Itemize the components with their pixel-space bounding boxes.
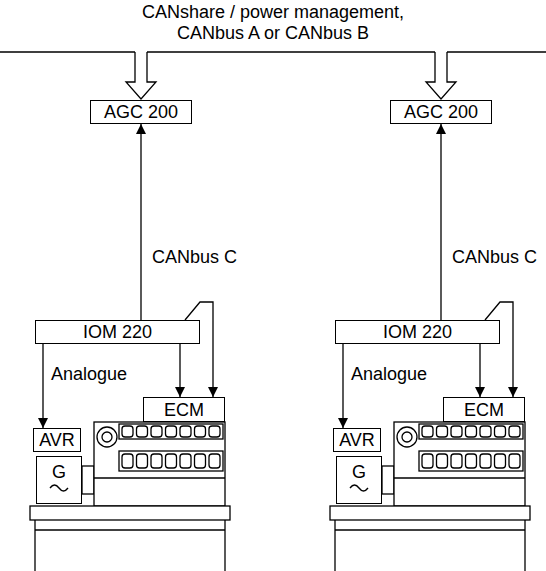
cylinder-mark <box>137 426 148 437</box>
cylinder-mark <box>122 426 133 437</box>
cylinder-mark <box>209 454 220 468</box>
box-text: ECM <box>464 400 504 420</box>
bus-drop <box>126 52 156 99</box>
box-text: ECM <box>164 400 204 420</box>
io-module-box: IOM 220 <box>335 320 500 344</box>
box-text: G <box>352 462 366 482</box>
signal-connector <box>185 302 213 397</box>
generator-box: G <box>336 456 382 504</box>
cylinder-mark <box>151 426 162 437</box>
signal-connector <box>179 344 180 397</box>
bus-label: CANshare / power management, CANbus A or… <box>123 2 423 44</box>
bus-line <box>0 51 546 52</box>
ac-symbol <box>348 482 370 492</box>
signal-label: CANbus C <box>151 247 238 268</box>
signal-connector <box>485 302 513 397</box>
generator-box: G <box>36 456 82 504</box>
signal-label: Analogue <box>50 364 128 385</box>
cylinder-mark <box>166 426 177 437</box>
cylinder-mark <box>209 426 220 437</box>
cylinder-mark <box>180 454 191 468</box>
controller-box: AGC 200 <box>390 100 492 124</box>
signal-connector <box>342 344 343 428</box>
box-text: AGC 200 <box>404 102 478 122</box>
signal-connector <box>440 124 441 320</box>
cylinder-mark <box>166 454 177 468</box>
avr-box: AVR <box>333 428 381 452</box>
box-text: IOM 220 <box>383 322 452 342</box>
signal-connector <box>479 344 480 397</box>
ecm-box: ECM <box>443 397 525 422</box>
ac-symbol <box>48 482 70 492</box>
cylinder-mark <box>122 454 133 468</box>
avr-box: AVR <box>33 428 81 452</box>
signal-label: CANbus C <box>451 247 538 268</box>
bus-drop <box>426 52 456 99</box>
cylinder-mark <box>195 454 206 468</box>
signal-connector <box>140 124 141 320</box>
genset-illustration <box>30 422 230 571</box>
cylinder-mark <box>151 454 162 468</box>
box-text: G <box>52 462 66 482</box>
controller-box: AGC 200 <box>90 100 192 124</box>
cylinder-mark <box>195 426 206 437</box>
cylinder-mark <box>137 454 148 468</box>
ecm-box: ECM <box>143 397 225 422</box>
box-text: IOM 220 <box>83 322 152 342</box>
cylinder-mark <box>180 426 191 437</box>
box-text: AVR <box>39 430 75 450</box>
signal-label: Analogue <box>350 364 428 385</box>
box-text: AVR <box>339 430 375 450</box>
signal-connector <box>42 344 43 428</box>
box-text: AGC 200 <box>104 102 178 122</box>
io-module-box: IOM 220 <box>35 320 200 344</box>
